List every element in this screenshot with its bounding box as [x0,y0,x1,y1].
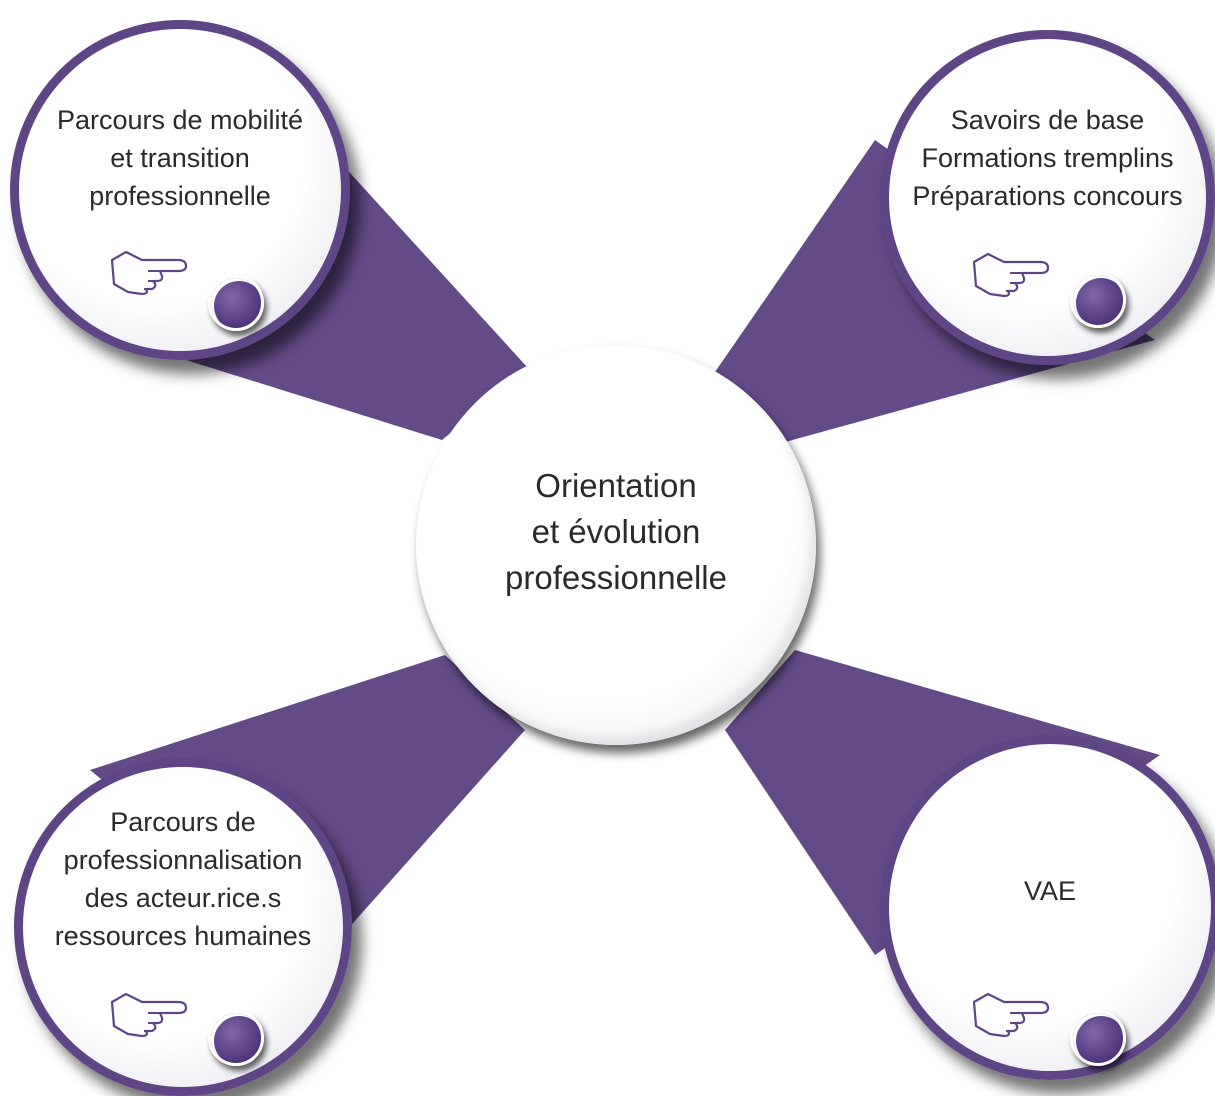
node-mobility[interactable]: Parcours de mobilité et transition profe… [10,20,350,360]
pointing-hand-icon [972,252,1050,298]
node-line: Préparations concours [912,181,1183,211]
node-basic-skills-label: Savoirs de base Formations tremplins Pré… [889,101,1206,215]
node-line: Parcours de [110,807,256,837]
node-basic-skills[interactable]: Savoirs de base Formations tremplins Pré… [880,30,1215,365]
node-line: Savoirs de base [950,105,1145,135]
pointing-hand-icon [972,992,1050,1038]
node-professionalisation-link-button[interactable] [208,1010,264,1066]
node-vae-link-button[interactable] [1070,1010,1126,1066]
node-line: professionnelle [89,181,271,211]
node-line: Parcours de mobilité [56,105,304,135]
node-mobility-link-button[interactable] [208,275,264,331]
node-line: et transition [110,143,250,173]
node-mobility-label: Parcours de mobilité et transition profe… [19,101,341,215]
center-label: Orientation et évolution professionnelle [416,463,816,601]
node-vae[interactable]: VAE [880,735,1215,1080]
center-node[interactable]: Orientation et évolution professionnelle [416,345,816,745]
node-professionalisation-label: Parcours de professionnalisation des act… [23,803,343,955]
connector-top-left [170,140,528,440]
connector-bottom-left [90,655,525,960]
node-basic-skills-link-button[interactable] [1070,272,1126,328]
pointing-hand-icon [110,992,188,1038]
node-vae-label: VAE [889,872,1211,910]
node-line: Formations tremplins [921,143,1174,173]
node-line: ressources humaines [54,921,312,951]
node-line: des acteur.rice.s [84,883,282,913]
center-line: et évolution [531,513,701,550]
pointing-hand-icon [110,250,188,296]
node-line: professionnalisation [63,845,303,875]
center-line: Orientation [535,467,697,504]
node-professionalisation[interactable]: Parcours de professionnalisation des act… [14,758,352,1096]
center-line: professionnelle [505,559,727,596]
node-line: VAE [1023,876,1077,906]
